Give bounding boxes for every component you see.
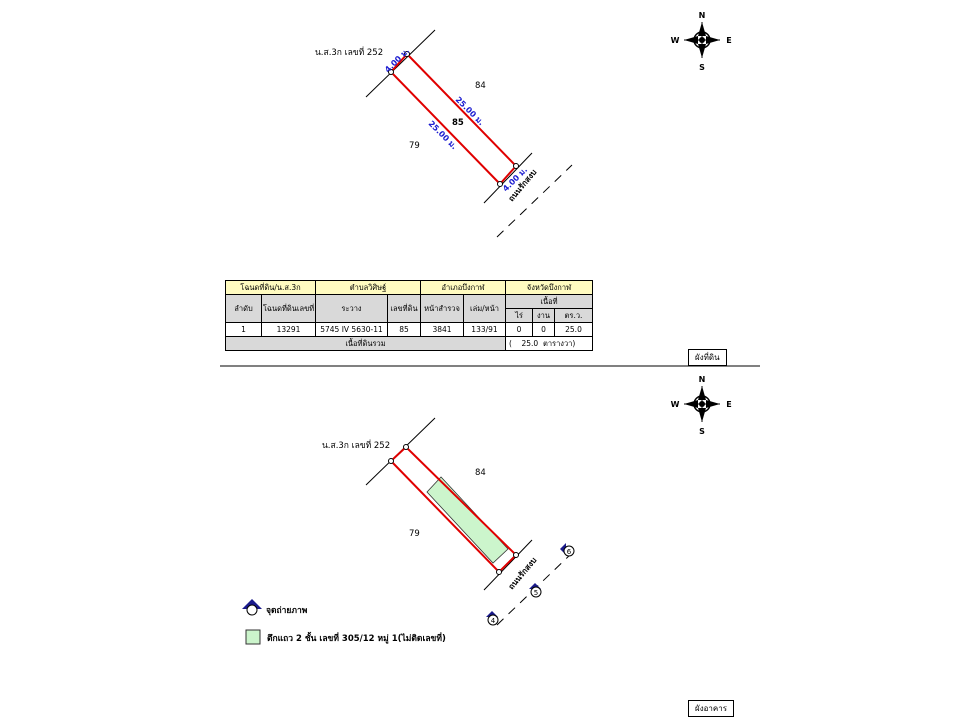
h-deed: โฉนดที่ดิน/น.ส.3ก [225,280,316,295]
compass-e: E [726,400,731,409]
land-plan: น.ส.3ก เลขที่ 252 84 85 79 25.00 ม. 25.0… [315,29,573,238]
cell-land-no: 85 [387,322,421,337]
total-value: 25.0 [521,338,539,348]
compass-s: S [699,63,705,72]
table-row: 1 13291 5745 IV 5630-11 85 3841 133/91 0… [225,322,593,337]
c-book: เล่ม/หน้า [463,294,506,323]
c-land-no: เลขที่ดิน [387,294,421,323]
h-province: จังหวัดบึงกาฬ [505,280,593,295]
photo-point-icon [242,599,262,609]
adjacent-79: 79 [409,529,420,539]
compass-w: W [671,36,680,45]
photo-point-number: 5 [534,589,538,597]
cell-survey: 3841 [420,322,464,337]
compass-e: E [726,36,731,45]
building-plan-caption: ผังอาคาร [688,700,735,717]
dim-short-1: 4.00 ม. [383,46,411,74]
c-ngan: งาน [532,308,555,323]
cell-rai: 0 [505,322,533,337]
total-label: เนื้อที่ดินรวม [225,336,506,351]
building-footprint [426,476,509,564]
photo-point-number: 6 [567,548,572,556]
compass-n: N [699,11,706,20]
building-plan: น.ส.3ก เลขที่ 252 84 79 ถนนรักสงบ 4 5 6 [322,417,575,626]
cell-order: 1 [225,322,262,337]
total-area: ( 25.0 ตารางวา) [505,336,593,351]
neighbor-label: น.ส.3ก เลขที่ 252 [322,439,390,451]
building-swatch [245,629,261,645]
photo-point-5[interactable]: 5 [529,583,542,598]
total-open: ( [509,338,512,348]
compass-n: N [699,375,706,384]
c-rai: ไร่ [505,308,533,323]
legend-photo-point: จุดถ่ายภาพ [266,605,308,616]
h-subdistrict: ตำบลวิศิษฐ์ [315,280,421,295]
h-district: อำเภอบึงกาฬ [420,280,506,295]
cell-book: 133/91 [463,322,506,337]
neighbor-label: น.ส.3ก เลขที่ 252 [315,46,383,58]
compass-w: W [671,400,680,409]
cell-deed-no: 13291 [261,322,316,337]
land-table: โฉนดที่ดิน/น.ส.3ก ตำบลวิศิษฐ์ อำเภอบึงกา… [225,280,593,351]
legend-building: ตึกแถว 2 ชั้น เลขที่ 305/12 หมู่ 1(ไม่ติ… [267,631,446,644]
parcel-number: 85 [452,118,464,128]
compass-rose-top: N S W E [671,11,732,72]
c-wa: ตร.ว. [554,308,593,323]
adjacent-84: 84 [475,81,486,91]
c-area: เนื้อที่ [505,294,593,309]
land-plan-caption: ผังที่ดิน [688,349,727,366]
c-survey: หน้าสำรวจ [420,294,464,323]
c-order: ลำดับ [225,294,262,323]
cell-wa: 25.0 [554,322,593,337]
compass-rose-bottom: N S W E [671,375,732,436]
compass-s: S [699,427,705,436]
total-unit: ตารางวา) [542,338,576,348]
adjacent-84: 84 [475,468,486,478]
adjacent-79: 79 [409,141,420,151]
cell-ngan: 0 [532,322,555,337]
photo-point-number: 4 [491,617,496,625]
photo-point-6[interactable]: 6 [560,543,575,557]
c-deed-no: โฉนดที่ดินเลขที่ [261,294,316,323]
legend: จุดถ่ายภาพ ตึกแถว 2 ชั้น เลขที่ 305/12 ห… [242,599,446,645]
c-sheet: ระวาง [315,294,388,323]
cell-sheet: 5745 IV 5630-11 [315,322,388,337]
photo-point-4[interactable]: 4 [486,611,499,626]
